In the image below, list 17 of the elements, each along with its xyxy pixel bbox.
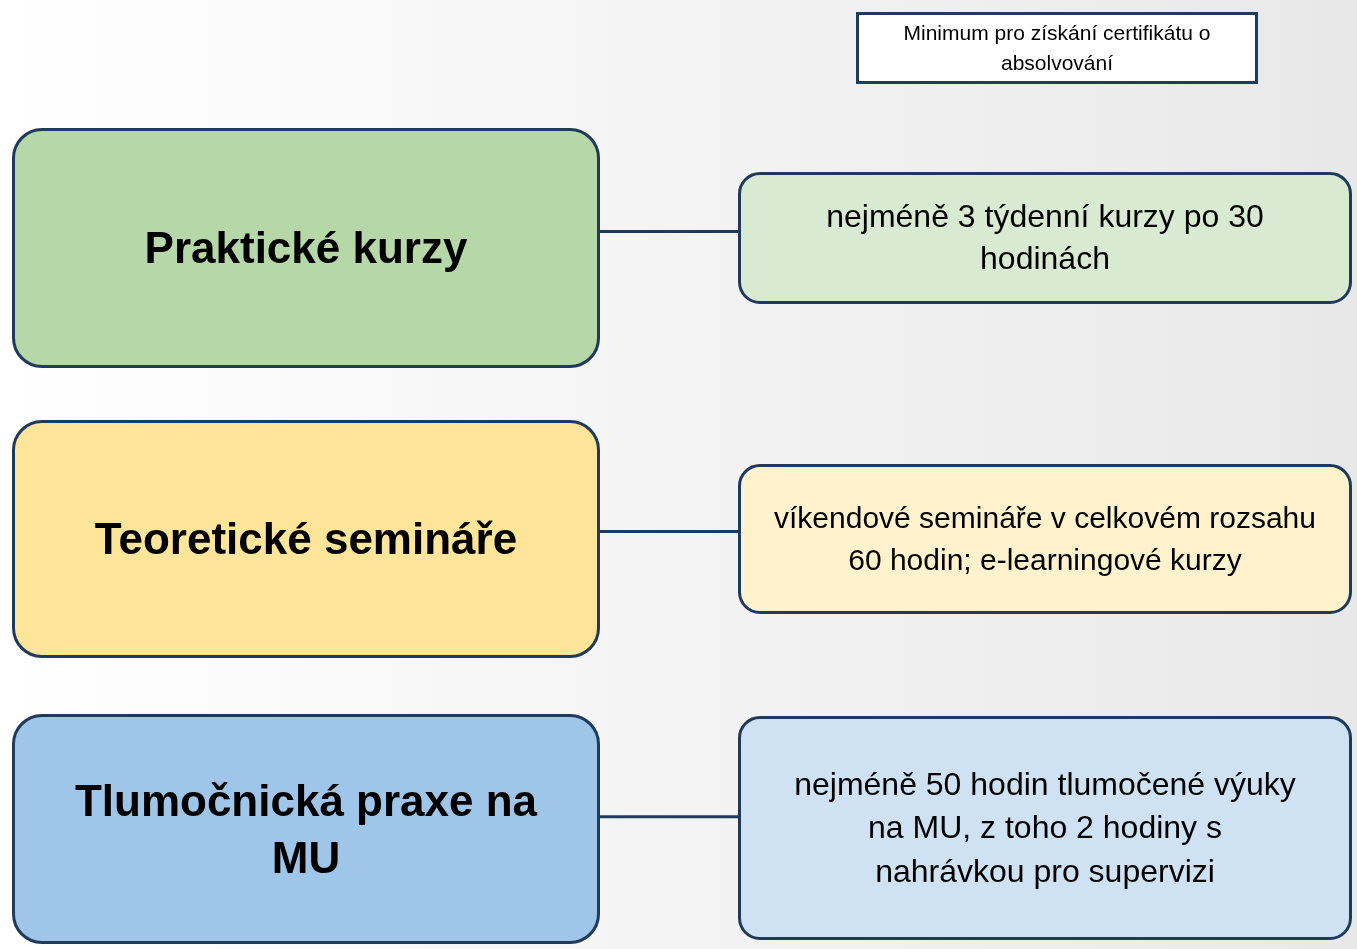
box-text: Teoretické semináře (94, 513, 518, 565)
requirement-box (738, 716, 1352, 940)
requirement-box (738, 172, 1352, 304)
category-box (12, 128, 600, 368)
connector-line (600, 815, 738, 819)
box-text: nejméně 50 hodin tlumočené výuky na MU, z toho 2 hodiny s nahrávkou pro supervizi (793, 765, 1297, 891)
connector-line (600, 229, 738, 233)
category-box (12, 714, 600, 944)
heading-box (856, 12, 1258, 84)
connector-line (600, 530, 738, 533)
box-text: nejméně 3 týdenní kurzy po 30 hodinách (825, 197, 1265, 278)
box-text: Tlumočnická praxe na MU (73, 774, 539, 884)
box-text: Praktické kurzy (144, 222, 468, 274)
category-box (12, 420, 600, 658)
requirement-box (738, 464, 1352, 614)
box-text: víkendové semináře v celkovém rozsahu 60 hodin; e-learningové kurzy (773, 500, 1317, 578)
box-text: Minimum pro získání certifikátu o absolvování (902, 19, 1212, 76)
